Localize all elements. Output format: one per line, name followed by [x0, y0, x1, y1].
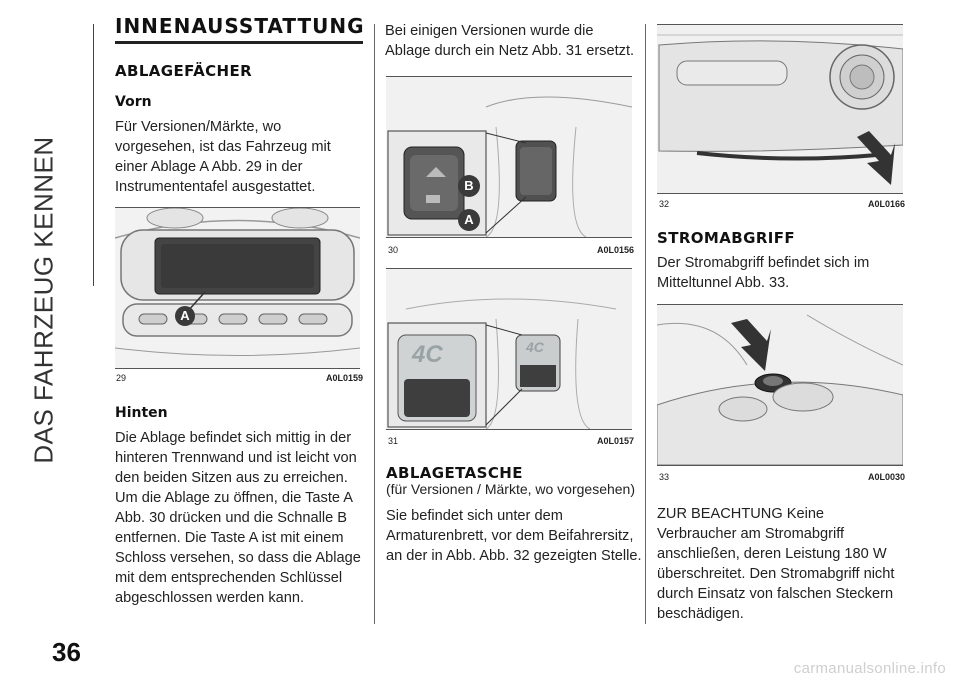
logo-4c-small: 4C [526, 339, 544, 355]
fig30-number: 30 [388, 245, 399, 255]
figure-33-power-outlet [657, 304, 903, 466]
fig29-code: A0L0159 [326, 373, 364, 383]
text-rear-storage: Die Ablage befindet sich mittig in der h… [115, 430, 361, 606]
callout-a-badge: A [458, 209, 480, 231]
storage-net-illustration [386, 269, 632, 429]
dash-pocket-illustration [657, 25, 903, 193]
figure-32-dash-pocket [657, 24, 903, 194]
chapter-title: INNENAUSSTATTUNG [115, 14, 365, 38]
fig29-number: 29 [116, 373, 127, 383]
chapter-title-underline [115, 41, 363, 44]
heading-ablagetasche: ABLAGETASCHE [386, 464, 523, 482]
fig30-code: A0L0156 [597, 245, 635, 255]
watermark: carmanualsonline.info [793, 660, 946, 677]
text-power-outlet: Der Stromabgriff befindet sich im Mittel… [657, 255, 870, 291]
logo-4c-large: 4C [412, 341, 443, 368]
section-tab-rule [93, 24, 94, 286]
fig33-code: A0L0030 [868, 472, 906, 482]
figure-31-storage-net: 4C 4C [386, 268, 632, 430]
callout-a-badge: A [175, 306, 195, 326]
subheading-hinten: Hinten [115, 405, 168, 421]
section-tab-title: DAS FAHRZEUG KENNEN [28, 136, 59, 464]
note-versions: (für Versionen / Märkte, wo vorgesehen) [386, 481, 636, 497]
power-outlet-illustration [657, 305, 903, 465]
text-front-storage: Für Versionen/Märkte, wo vorgesehen, ist… [115, 119, 331, 195]
fig32-number: 32 [659, 199, 670, 209]
heading-ablagefaecher: ABLAGEFÄCHER [115, 62, 253, 80]
column-divider-1 [374, 24, 375, 624]
text-glovebox-pocket: Sie befindet sich unter dem Armaturenbre… [386, 508, 642, 564]
figure-30-rear-storage: B A [386, 76, 632, 238]
warning-text: ZUR BEACHTUNG Keine Verbraucher am Strom… [657, 506, 895, 622]
callout-b-badge: B [458, 175, 480, 197]
fig31-number: 31 [388, 436, 399, 446]
text-net-intro: Bei einigen Versionen wurde die Ablage d… [385, 23, 635, 59]
fig32-code: A0L0166 [868, 199, 906, 209]
rear-compartment-illustration [386, 77, 632, 237]
fig33-number: 33 [659, 472, 670, 482]
heading-stromabgriff: STROMABGRIFF [657, 229, 796, 247]
figure-29-dashboard-storage: A [115, 207, 360, 369]
subheading-vorn: Vorn [115, 94, 152, 110]
fig31-code: A0L0157 [597, 436, 635, 446]
dashboard-illustration [115, 208, 360, 368]
page-number: 36 [52, 637, 81, 667]
column-divider-2 [645, 24, 646, 624]
